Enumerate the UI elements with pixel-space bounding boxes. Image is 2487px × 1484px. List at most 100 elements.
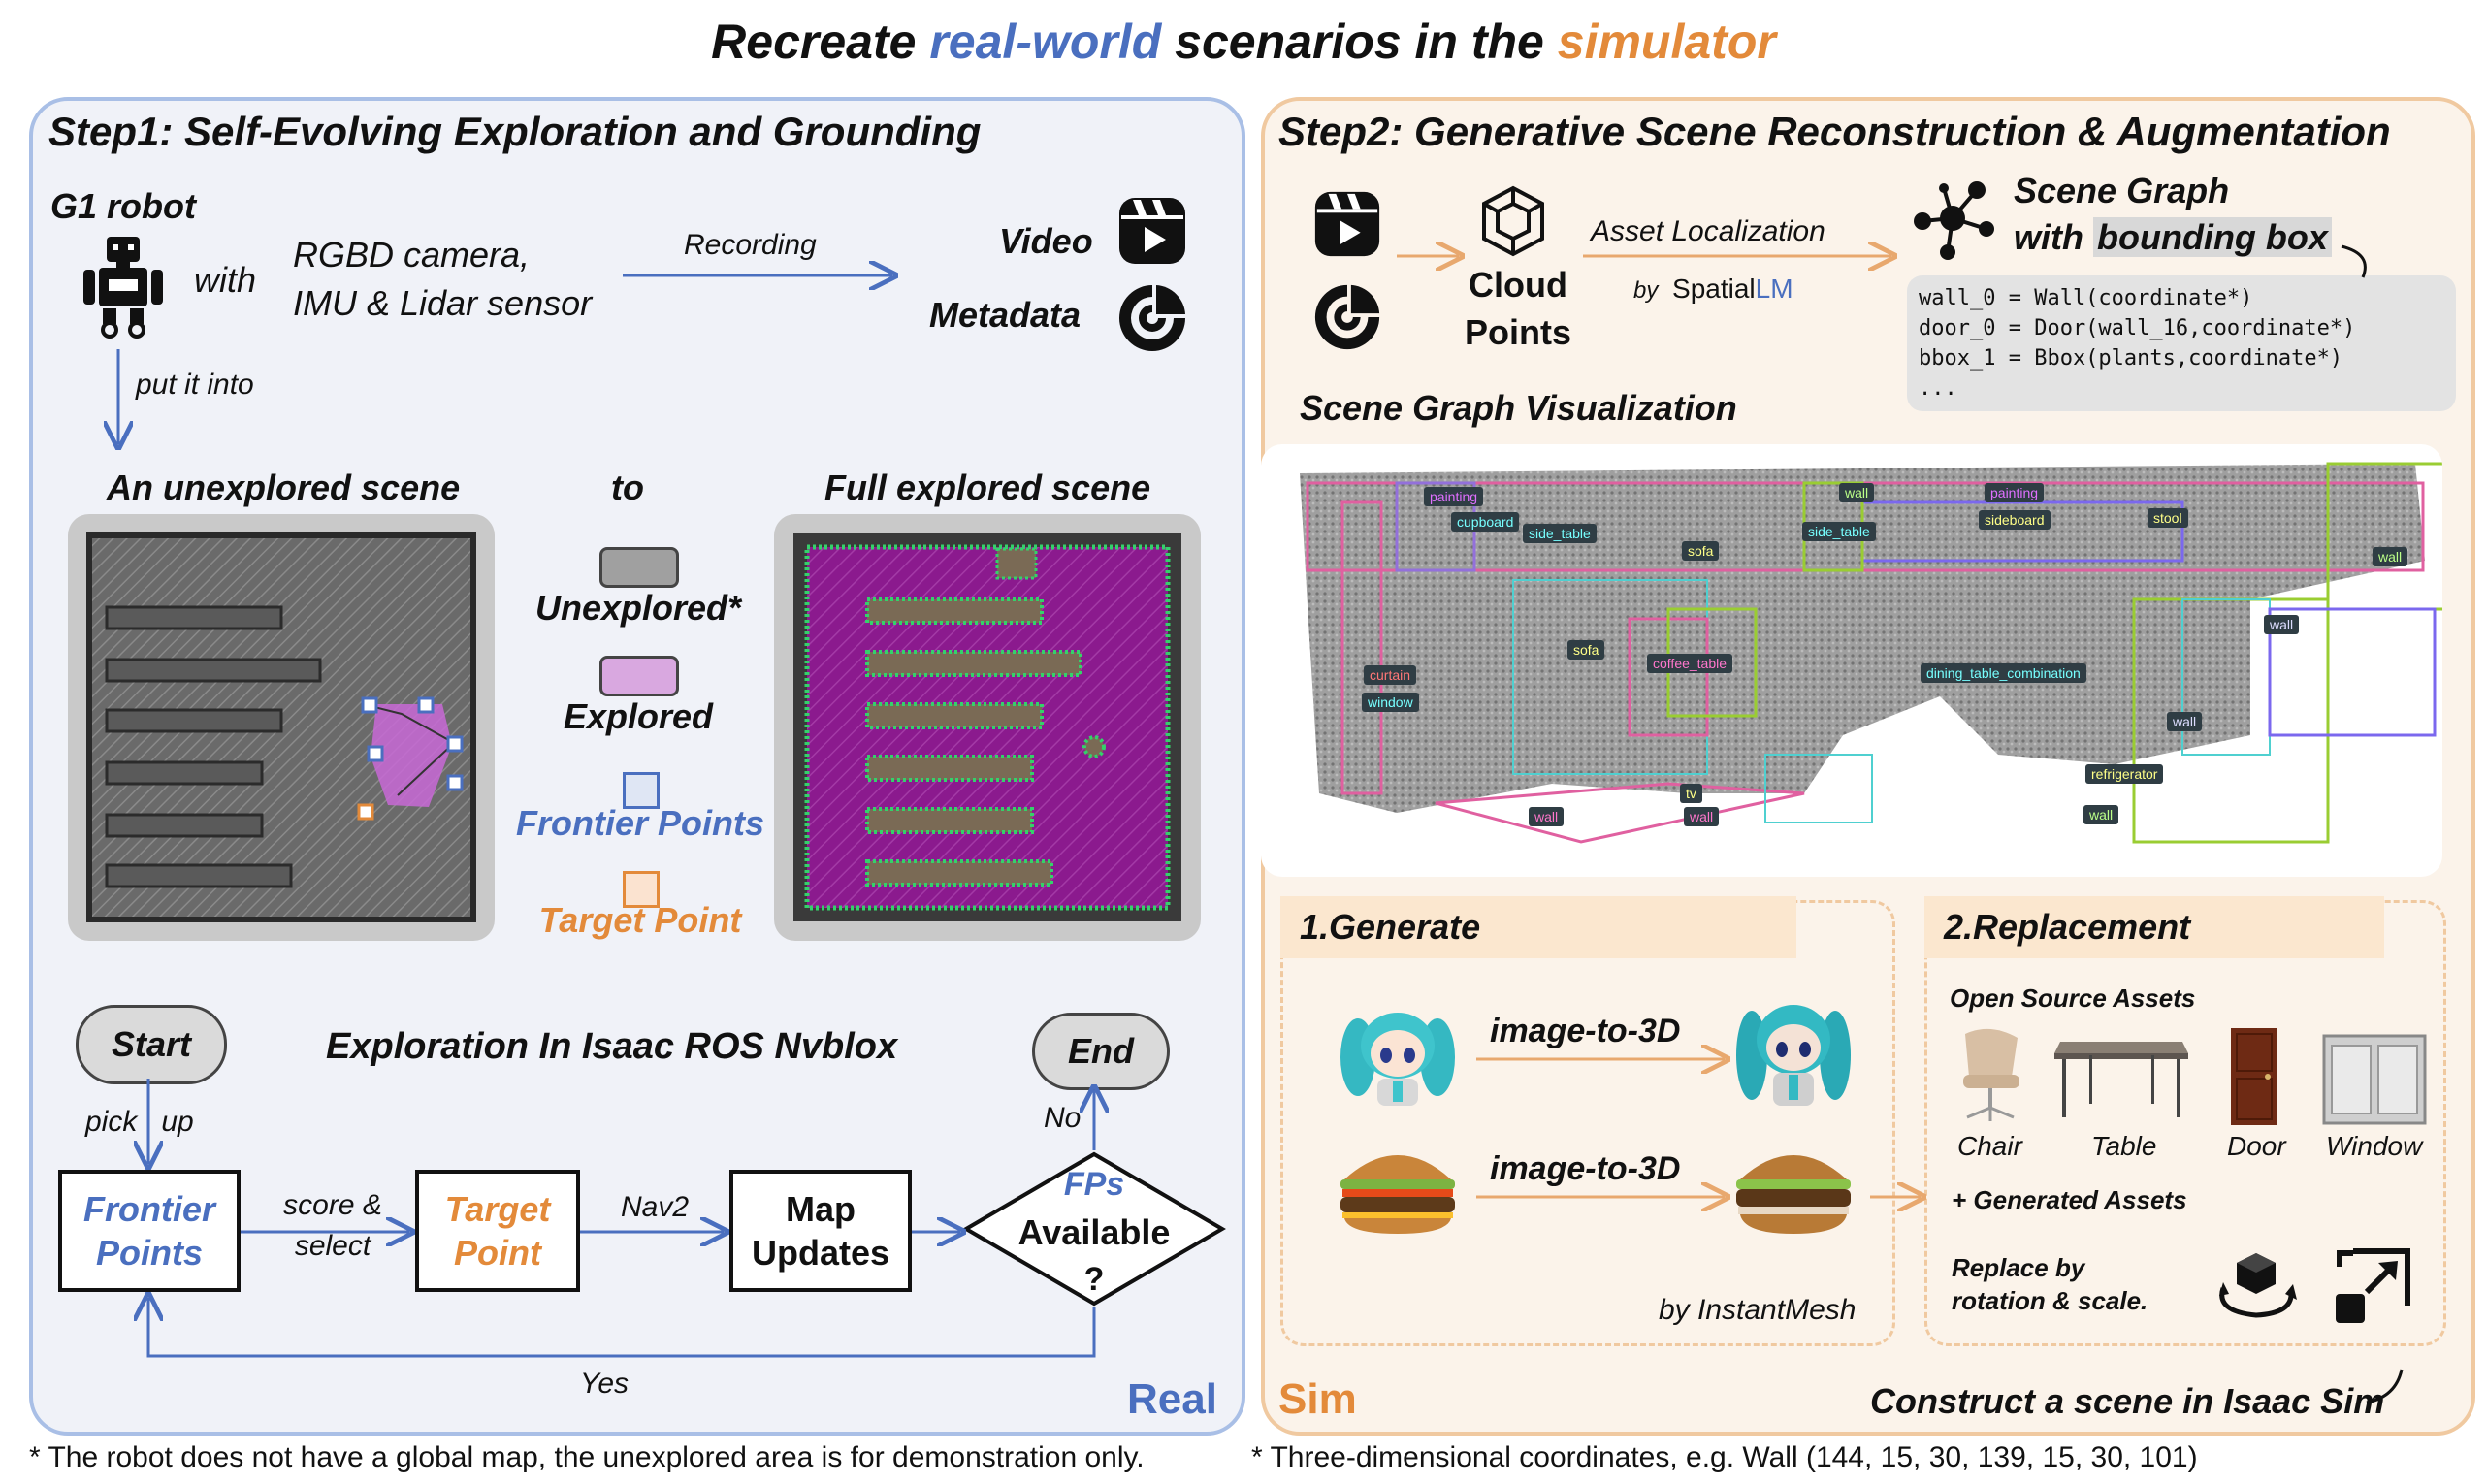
nav2-label: Nav2 [621, 1191, 690, 1223]
robot-label: G1 robot [50, 186, 196, 226]
by-label: by [1633, 277, 1659, 304]
viz-tag-stool: stool [2148, 508, 2188, 528]
viz-tag-painting-2: painting [1985, 483, 2045, 502]
spatiallm-byline: by SpatialLM [1633, 274, 1793, 305]
explored-scene-map [774, 514, 1201, 941]
asset-chair-label: Chair [1957, 1131, 2022, 1161]
sensors-line2: IMU & Lidar sensor [293, 283, 593, 323]
scene-graph-viz-title: Scene Graph Visualization [1300, 388, 1737, 428]
door-image [2227, 1026, 2281, 1127]
generated-assets-label: + Generated Assets [1952, 1185, 2187, 1214]
footnote-right: * Three-dimensional coordinates, e.g. Wa… [1251, 1441, 2198, 1473]
viz-tag-curtain: curtain [1364, 665, 1417, 685]
viz-tag-wall-6: wall [1529, 807, 1565, 826]
viz-tag-wall-1: wall [1839, 483, 1875, 502]
scene-graph-visualization: painting cupboard side_table sofa wall s… [1261, 444, 2442, 877]
pick-up-label: pick up [85, 1106, 194, 1138]
metadata-label: Metadata [929, 295, 1082, 335]
fps-label: FPs [1063, 1166, 1125, 1203]
miku-doll-3d [1730, 987, 1857, 1117]
window-image [2322, 1034, 2427, 1125]
video-label: Video [999, 221, 1093, 261]
legend-explored-label: Explored [563, 696, 714, 736]
cloud-points-label: Cloud Points [1464, 265, 1571, 352]
chair-image [1950, 1024, 2031, 1125]
viz-tag-sofa-1: sofa [1682, 541, 1720, 561]
start-node: Start [76, 1005, 227, 1084]
replace-by-line1: Replace by [1952, 1253, 2085, 1282]
viz-tag-sofa-2: sofa [1567, 640, 1605, 660]
scale-icon [2332, 1245, 2413, 1327]
sensors-line1: RGBD camera, [293, 235, 531, 274]
asset-door-label: Door [2227, 1131, 2286, 1161]
video-icon [1115, 194, 1189, 268]
viz-tag-tv: tv [1680, 784, 1702, 803]
title-simulator: simulator [1557, 15, 1776, 69]
yes-label: Yes [580, 1368, 630, 1400]
replace-by-line2: rotation & scale. [1952, 1286, 2148, 1315]
score-select-label: score & select [283, 1189, 382, 1262]
viz-tag-wall-2: wall [2373, 547, 2408, 566]
viz-tag-cupboard: cupboard [1451, 512, 1520, 532]
viz-tag-side-table-2: side_table [1802, 522, 1876, 541]
frontier-points-node: Frontier Points [58, 1170, 241, 1292]
burger-3d [1727, 1137, 1860, 1238]
legend-explored-swatch [599, 656, 679, 696]
scene-graph-icon [1909, 175, 1996, 262]
step2-heading: Step2: Generative Scene Reconstruction &… [1278, 109, 2391, 154]
viz-tag-window: window [1362, 693, 1419, 712]
title-part3: scenarios in the [1161, 15, 1558, 69]
target-point-node: Target Point [415, 1170, 580, 1292]
fps-available-diamond [962, 1150, 1226, 1307]
code-line-4: ... [1919, 376, 1957, 401]
title-part1: Recreate [711, 15, 930, 69]
available-label: Available [1017, 1212, 1171, 1252]
viz-tag-side-table-1: side_table [1523, 524, 1597, 543]
map-updates-node: Map Updates [729, 1170, 912, 1292]
question-mark-label: ? [1083, 1261, 1105, 1298]
bounding-box-highlight: bounding box [2092, 217, 2332, 257]
viz-tag-wall-7: wall [2083, 805, 2119, 824]
viz-tag-refrigerator: refrigerator [2085, 764, 2164, 784]
with-label-2: with [2014, 217, 2093, 257]
cube-icon [1478, 184, 1548, 258]
scene-graph-line2: with bounding box [2014, 217, 2332, 258]
unexplored-scene-title: An unexplored scene [107, 468, 461, 507]
viz-tag-wall-5: wall [1684, 807, 1720, 826]
step1-heading: Step1: Self-Evolving Exploration and Gro… [48, 109, 982, 154]
explored-scene-title: Full explored scene [824, 468, 1151, 507]
open-source-assets-label: Open Source Assets [1950, 984, 2196, 1013]
code-line-2: door_0 = Door(wall_16,coordinate*) [1919, 316, 2356, 340]
put-it-into-label: put it into [136, 369, 254, 401]
scene-graph-line1: Scene Graph [2014, 171, 2230, 210]
metadata-icon [1115, 281, 1189, 355]
code-line-1: wall_0 = Wall(coordinate*) [1919, 286, 2253, 310]
with-label: with [194, 260, 257, 300]
asset-table-label: Table [2091, 1131, 2157, 1161]
main-title: Recreate real-world scenarios in the sim… [0, 14, 2487, 70]
miku-doll-image [1335, 999, 1461, 1115]
viz-tag-wall-4: wall [2167, 712, 2203, 731]
title-real-world: real-world [929, 15, 1162, 69]
unexplored-scene-map [68, 514, 495, 941]
scene-graph-code-box: wall_0 = Wall(coordinate*) door_0 = Door… [1907, 275, 2456, 411]
sim-corner-label: Sim [1278, 1375, 1357, 1423]
legend-unexplored-swatch [599, 547, 679, 588]
legend-unexplored-label: Unexplored* [534, 588, 742, 628]
instantmesh-label: by InstantMesh [1659, 1294, 1857, 1326]
spatiallm-text-b: LM [1755, 274, 1793, 304]
asset-localization-label: Asset Localization [1591, 215, 1825, 247]
code-line-3: bbox_1 = Bbox(plants,coordinate*) [1919, 346, 2343, 371]
exploration-title: Exploration In Isaac ROS Nvblox [326, 1026, 898, 1067]
viz-tag-coffee-table: coffee_table [1647, 654, 1733, 673]
image-to-3d-label-1: image-to-3D [1490, 1013, 1681, 1049]
real-corner-label: Real [1127, 1375, 1217, 1423]
legend-target-swatch [623, 871, 660, 908]
generate-title: 1.Generate [1280, 896, 1796, 958]
legend-target-label: Target Point [538, 900, 742, 940]
viz-tag-sideboard: sideboard [1979, 510, 2051, 530]
viz-tag-wall-3: wall [2264, 615, 2300, 634]
metadata-icon-small [1311, 281, 1383, 353]
